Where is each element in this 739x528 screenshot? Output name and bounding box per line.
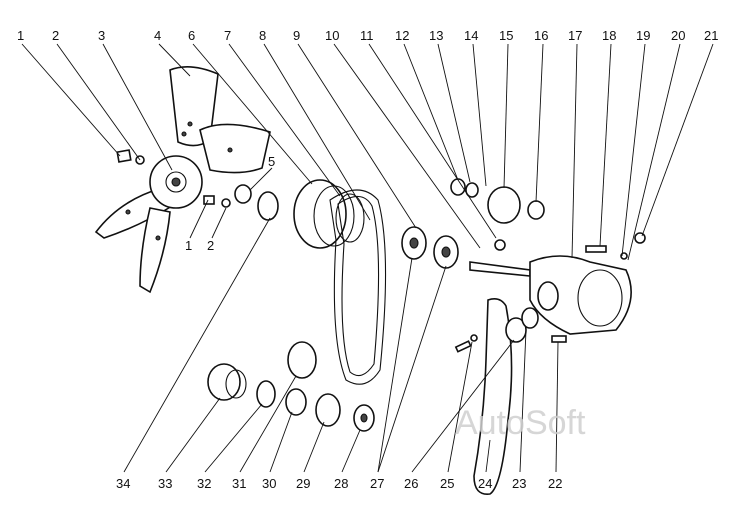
label-23: 23 — [512, 476, 526, 491]
label-17: 17 — [568, 28, 582, 43]
label-1-mid: 1 — [185, 238, 192, 253]
label-30: 30 — [262, 476, 276, 491]
label-10: 10 — [325, 28, 339, 43]
label-29: 29 — [296, 476, 310, 491]
label-15: 15 — [499, 28, 513, 43]
fan-assembly — [94, 66, 271, 294]
label-28: 28 — [334, 476, 348, 491]
label-8: 8 — [259, 28, 266, 43]
label-3: 3 — [98, 28, 105, 43]
label-6: 6 — [188, 28, 195, 43]
label-32: 32 — [197, 476, 211, 491]
label-11: 11 — [360, 28, 374, 43]
label-21: 21 — [704, 28, 718, 43]
label-14: 14 — [464, 28, 478, 43]
label-9: 9 — [293, 28, 300, 43]
bearings-and-shaft — [401, 178, 545, 277]
labels-bottom: 34 33 32 31 30 29 28 27 26 25 24 23 22 — [116, 476, 562, 491]
bearing-set-bottom — [207, 341, 375, 432]
label-25: 25 — [440, 476, 454, 491]
label-2: 2 — [52, 28, 59, 43]
label-26: 26 — [404, 476, 418, 491]
label-1: 1 — [17, 28, 24, 43]
leader-lines — [21, 43, 714, 473]
label-20: 20 — [671, 28, 685, 43]
label-16: 16 — [534, 28, 548, 43]
bolts-left — [116, 149, 252, 208]
label-33: 33 — [158, 476, 172, 491]
label-7: 7 — [224, 28, 231, 43]
labels-mid: 5 1 2 — [185, 154, 275, 253]
label-22: 22 — [548, 476, 562, 491]
labels-top: 1 2 3 4 6 7 8 9 10 11 12 13 14 15 16 17 … — [17, 28, 718, 43]
label-4: 4 — [154, 28, 161, 43]
pump-housing — [529, 232, 646, 343]
label-18: 18 — [602, 28, 616, 43]
label-19: 19 — [636, 28, 650, 43]
hose-and-gasket — [454, 298, 539, 495]
label-13: 13 — [429, 28, 443, 43]
label-24: 24 — [478, 476, 492, 491]
label-5: 5 — [268, 154, 275, 169]
label-27: 27 — [370, 476, 384, 491]
label-12: 12 — [395, 28, 409, 43]
watermark: AutoSoft — [455, 404, 586, 442]
label-31: 31 — [232, 476, 246, 491]
label-2-mid: 2 — [207, 238, 214, 253]
pulley-and-belt — [257, 179, 387, 385]
label-34: 34 — [116, 476, 130, 491]
